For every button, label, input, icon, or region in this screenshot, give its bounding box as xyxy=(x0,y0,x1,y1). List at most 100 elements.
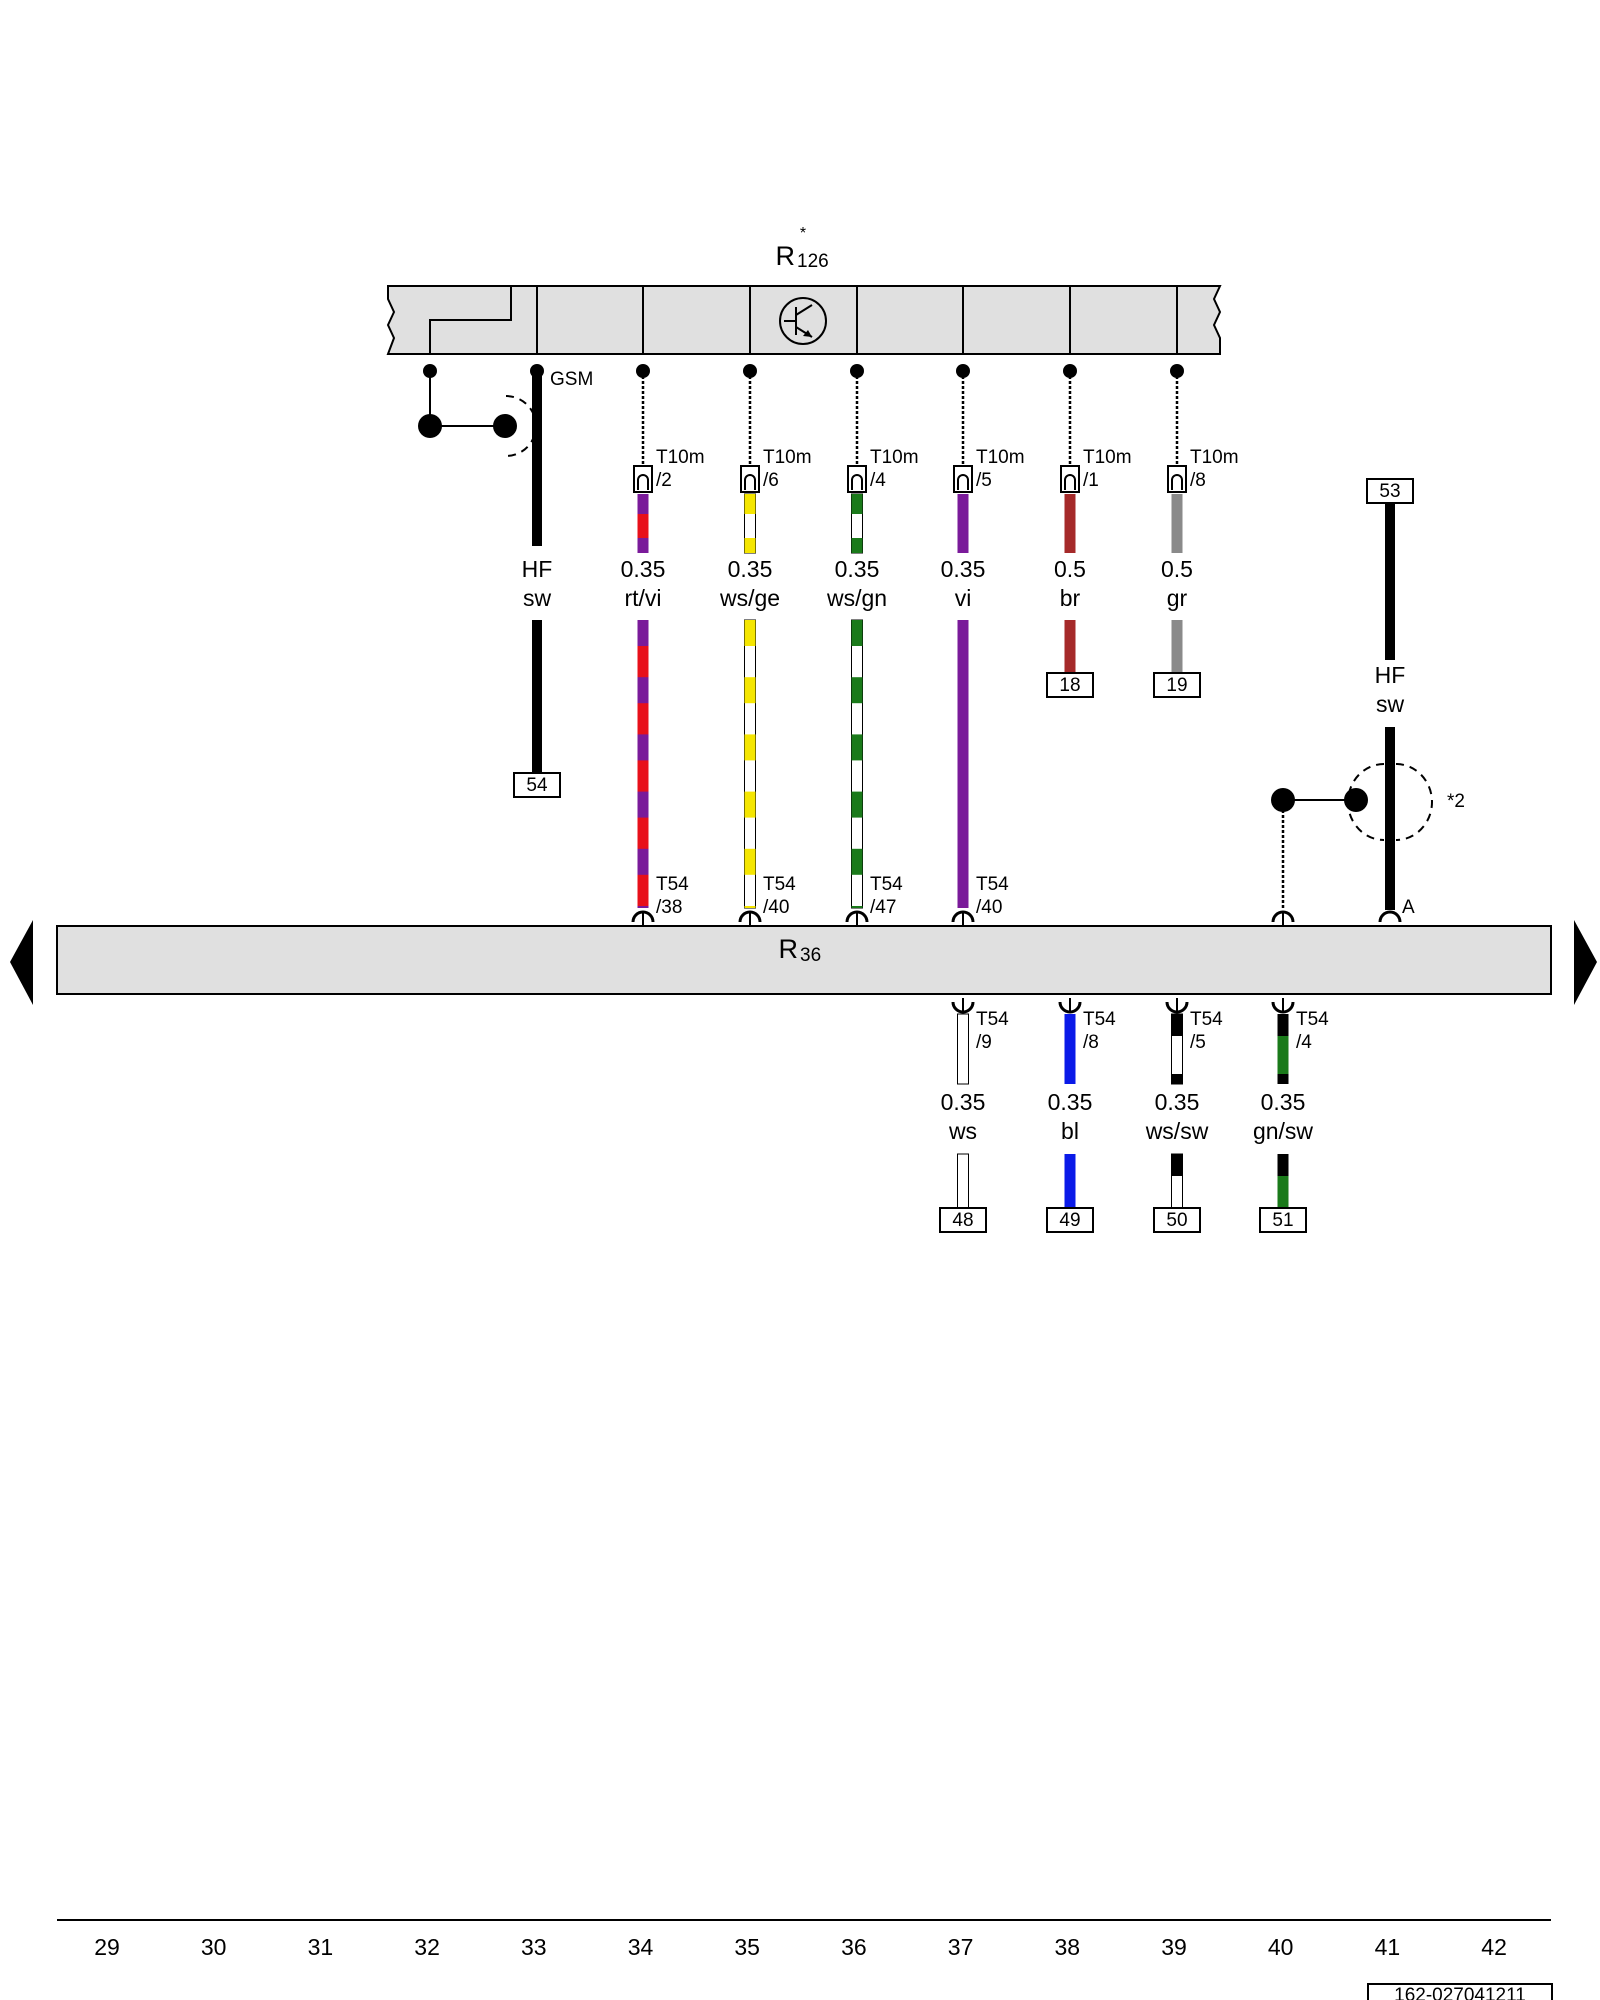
column-number: 29 xyxy=(94,1934,120,1960)
connector-id-label: T10m xyxy=(1190,447,1239,468)
connector-pin-label: /40 xyxy=(976,897,1002,918)
wire-segment xyxy=(957,494,969,553)
wire-segment xyxy=(851,493,863,554)
wire-segment xyxy=(1064,620,1076,673)
wire-color-label: vi xyxy=(955,585,972,611)
wire-segment xyxy=(851,619,863,909)
wire-color-label: gn/sw xyxy=(1253,1118,1313,1144)
column-number: 39 xyxy=(1161,1934,1187,1960)
wire-color-label: ws/sw xyxy=(1145,1118,1209,1144)
note-2-label: *2 xyxy=(1447,791,1465,812)
shield-ground-left xyxy=(418,364,537,457)
wire-segment xyxy=(744,493,756,554)
wire-color-label: br xyxy=(1060,585,1081,611)
doc-id: 162-027041211 xyxy=(1394,1985,1526,2000)
gsm-label: GSM xyxy=(550,369,593,390)
ref-box-54 xyxy=(513,772,561,798)
connector-id-label: T10m xyxy=(763,447,812,468)
wire-color-label: ws/gn xyxy=(826,585,887,611)
wire-color-label: gr xyxy=(1167,585,1188,611)
shield-ground-right xyxy=(1271,763,1433,910)
wire-w38: T10m/1 0.5 br 18 xyxy=(1046,364,1132,698)
wire-size-label: 0.5 xyxy=(1054,556,1086,582)
connector-id-label: T54 xyxy=(976,1009,1009,1030)
ref-box-53 xyxy=(1366,478,1414,504)
wire-size-label: 0.35 xyxy=(835,556,880,582)
column-number: 30 xyxy=(201,1934,227,1960)
hf-right-color: sw xyxy=(1376,691,1405,717)
wire-segment xyxy=(957,620,969,908)
wire-segment xyxy=(957,1013,969,1085)
page-left-arrow-icon[interactable] xyxy=(10,920,33,1005)
column-number: 41 xyxy=(1375,1934,1401,1960)
doc-id-box xyxy=(1367,1983,1553,2000)
page-right-arrow-icon[interactable] xyxy=(1574,920,1597,1005)
wire-color-label: ws xyxy=(948,1118,977,1144)
wire-color-label: rt/vi xyxy=(624,585,661,611)
ref-box-label: 18 xyxy=(1059,675,1080,696)
wire-segment xyxy=(1064,1154,1076,1208)
pin-terminal-icon xyxy=(1060,465,1080,493)
connector-id-label: T10m xyxy=(1083,447,1132,468)
column-number: 38 xyxy=(1055,1934,1081,1960)
connector-pin-label: /6 xyxy=(763,470,779,491)
hf-left-type: HF xyxy=(522,556,553,582)
pin-terminal-icon xyxy=(633,465,653,493)
wire-segment xyxy=(1171,494,1183,553)
wire-segment xyxy=(744,619,756,909)
connector-id-label: T54 xyxy=(1190,1009,1223,1030)
wire-size-label: 0.35 xyxy=(941,556,986,582)
r126-star: * xyxy=(800,225,806,242)
r126-letter: R xyxy=(776,241,796,271)
connector-pin-label: /47 xyxy=(870,897,896,918)
wire-segment xyxy=(1064,1014,1076,1084)
connector-pin-label: /1 xyxy=(1083,470,1099,491)
ref-box-54-label: 54 xyxy=(526,775,548,796)
connector-pin-label: /38 xyxy=(656,897,682,918)
connector-pin-label: /40 xyxy=(763,897,789,918)
r36-letter: R xyxy=(779,934,799,964)
connector-pin-label: /2 xyxy=(656,470,672,491)
ref-box-label: 51 xyxy=(1272,1210,1293,1231)
connector-id-label: T54 xyxy=(1296,1009,1329,1030)
ref-box-label: 50 xyxy=(1166,1210,1187,1231)
pin-terminal-icon xyxy=(847,465,867,493)
wire-segment xyxy=(957,1153,969,1209)
connector-pin-label: /4 xyxy=(1296,1032,1312,1053)
wire-size-label: 0.35 xyxy=(728,556,773,582)
wire-size-label: 0.35 xyxy=(1048,1089,1093,1115)
ref-box-label: 48 xyxy=(952,1210,973,1231)
connector-pin-label: /8 xyxy=(1083,1032,1099,1053)
connector-pin-label: /5 xyxy=(1190,1032,1206,1053)
wire-segment xyxy=(637,620,649,908)
wire-size-label: 0.35 xyxy=(1155,1089,1200,1115)
connector-id-label: T10m xyxy=(870,447,919,468)
connector-id-label: T54 xyxy=(763,874,796,895)
wire-size-label: 0.35 xyxy=(941,1089,986,1115)
column-number: 32 xyxy=(414,1934,440,1960)
ref-box xyxy=(1153,672,1201,698)
connector-id-label: T10m xyxy=(656,447,705,468)
wire-segment xyxy=(637,494,649,553)
column-number: 42 xyxy=(1481,1934,1507,1960)
pin-terminal-icon xyxy=(953,465,973,493)
column-number: 37 xyxy=(948,1934,974,1960)
wire-size-label: 0.5 xyxy=(1161,556,1193,582)
connector-id-label: T54 xyxy=(1083,1009,1116,1030)
pin-terminal-icon xyxy=(1167,465,1187,493)
connector-a-label: A xyxy=(1402,897,1415,918)
ref-box xyxy=(1153,1207,1201,1233)
wire-size-label: 0.35 xyxy=(1261,1089,1306,1115)
pin-terminal-icon xyxy=(740,465,760,493)
r36-number: 36 xyxy=(800,945,821,966)
column-number: 35 xyxy=(734,1934,760,1960)
ref-box-label: 49 xyxy=(1059,1210,1080,1231)
r36-box xyxy=(56,925,1552,995)
ref-box xyxy=(1046,1207,1094,1233)
